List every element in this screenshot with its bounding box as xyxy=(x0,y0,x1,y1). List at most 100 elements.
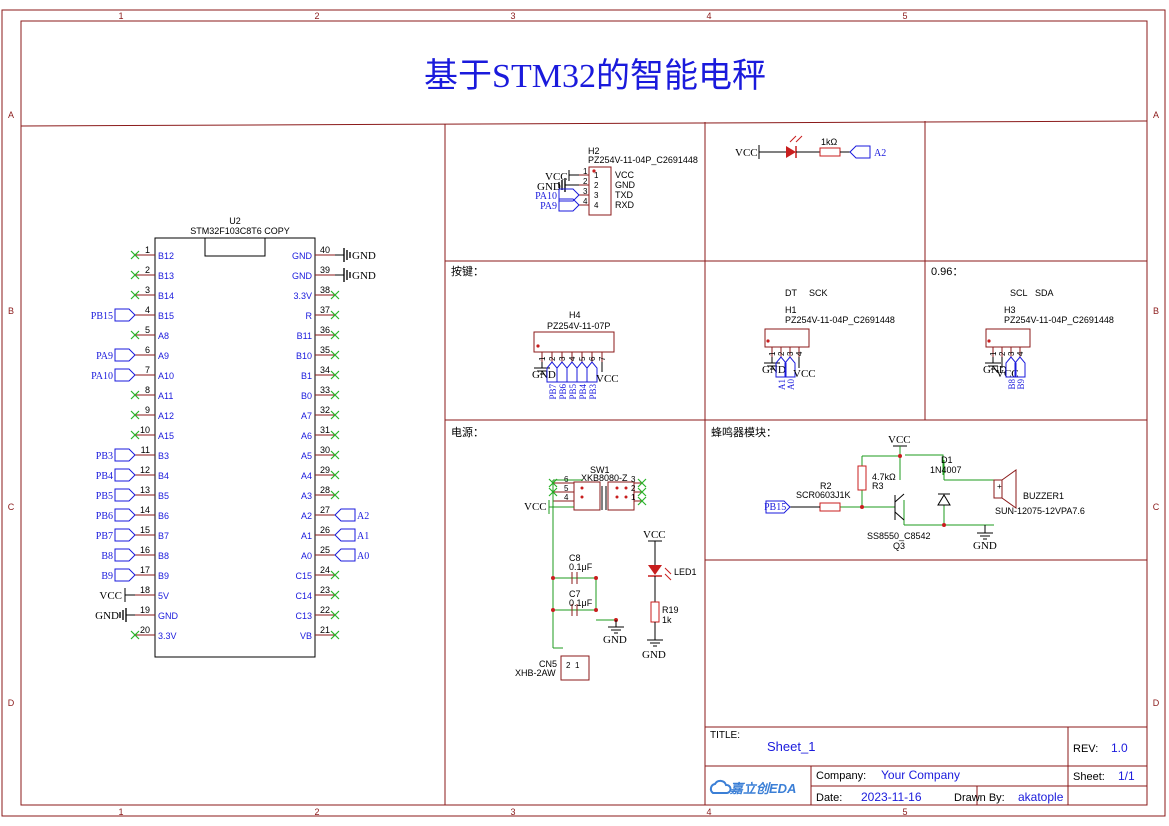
pin1-marker xyxy=(536,344,540,348)
title-block-sheet-value: 1/1 xyxy=(1118,769,1135,783)
mcu-pin-name: VB xyxy=(300,631,312,641)
cn5-connector-icon xyxy=(560,655,590,681)
net-label: PB3 xyxy=(96,451,113,462)
net-label: PA10 xyxy=(535,191,557,202)
net-label: B8 xyxy=(1007,379,1017,390)
h2-pin1-marker xyxy=(592,169,596,173)
mcu-notch xyxy=(204,237,266,257)
q3-transistor-icon xyxy=(894,493,905,521)
q3-ref: Q3 xyxy=(893,541,905,551)
net-label: A1 xyxy=(357,531,369,542)
oled-label: 0.96： xyxy=(931,266,963,278)
h2-pin-number-outer: 1 xyxy=(583,167,588,176)
mcu-pin-name: A1 xyxy=(301,531,312,541)
bz-ref: BUZZER1 xyxy=(1023,491,1064,501)
header-pin-number: 5 xyxy=(578,356,587,361)
net-port-icon xyxy=(334,528,356,542)
mcu-pin-name: A11 xyxy=(158,391,173,401)
h2-pin-name: RXD xyxy=(615,200,635,210)
mcu-left-pins: 1B122B133B144B15PB155A86A9PA97A10PA108A1… xyxy=(91,245,179,641)
net-label: GND xyxy=(352,270,376,282)
cloud-logo-icon xyxy=(709,779,732,794)
r19-resistor-icon xyxy=(650,601,660,623)
oled-header-body xyxy=(985,328,1031,348)
ground-symbol-icon xyxy=(343,248,351,262)
mcu-pin-number: 10 xyxy=(140,425,150,435)
net-port-icon xyxy=(114,368,136,382)
net-label: PB7 xyxy=(96,531,113,542)
mcu-pin-number: 7 xyxy=(145,365,150,375)
mcu-pin-number: 15 xyxy=(140,525,150,535)
mcu-pin-number: 32 xyxy=(320,405,330,415)
sw-ref: SW1 xyxy=(590,465,610,475)
net-label: VCC xyxy=(793,368,816,380)
led1-ref: LED1 xyxy=(674,567,697,577)
buzzer-net-port-icon xyxy=(765,500,791,514)
ground-symbol-icon xyxy=(534,362,550,375)
no-connect-icon xyxy=(330,450,340,460)
frame-col-label: 3 xyxy=(510,807,515,817)
r2-resistor-icon xyxy=(819,502,841,512)
mcu-pin-number: 9 xyxy=(145,405,150,415)
title-divider xyxy=(20,120,1148,127)
h2-pin-number: 4 xyxy=(594,201,599,210)
net-port-icon xyxy=(566,361,578,383)
keys-label: 按键： xyxy=(451,264,484,278)
mcu-pin-number: 12 xyxy=(140,465,150,475)
sw-pin-number: 4 xyxy=(564,493,569,502)
title-block-drawn-label: Drawn By: xyxy=(954,792,1005,804)
net-label: PB4 xyxy=(96,471,113,482)
mcu-pin-name: 3.3V xyxy=(293,291,312,301)
mcu-pin-number: 24 xyxy=(320,565,330,575)
mcu-pin-number: 5 xyxy=(145,325,150,335)
net-label: GND xyxy=(762,364,786,376)
net-port-icon xyxy=(1014,356,1026,378)
net-label: A2 xyxy=(357,511,369,522)
h2-pin-name: GND xyxy=(615,180,636,190)
pin1-marker xyxy=(766,339,770,343)
mcu-pin-name: B9 xyxy=(158,571,169,581)
oled-label-sda: SDA xyxy=(1035,288,1054,298)
frame-row-label: D xyxy=(1153,698,1160,708)
r3-value: 4.7kΩ xyxy=(872,472,896,482)
led1-gnd: GND xyxy=(642,649,666,661)
no-connect-icon xyxy=(330,590,340,600)
net-label: PA10 xyxy=(91,371,113,382)
no-connect-icon xyxy=(330,390,340,400)
led-top-icon xyxy=(786,146,796,158)
power-label: 电源： xyxy=(451,425,484,439)
mcu-part: STM32F103C8T6 COPY xyxy=(190,226,290,236)
net-label: B8 xyxy=(101,551,113,562)
power-gnd-icon xyxy=(608,620,624,634)
net-label: PA9 xyxy=(540,201,557,212)
mcu-pin-number: 34 xyxy=(320,365,330,375)
header-pin-number: 4 xyxy=(568,356,577,361)
mcu-pin-number: 1 xyxy=(145,245,150,255)
no-connect-icon xyxy=(637,478,647,488)
title-block-company-value: Your Company xyxy=(881,768,960,782)
led-indicator-top: VCC 1kΩ A2 xyxy=(735,135,886,159)
title-block-date-label: Date: xyxy=(816,792,842,804)
mcu-pin-name: 5V xyxy=(158,591,169,601)
cn5-pin1: 1 xyxy=(575,661,580,670)
mcu-pin-name: A6 xyxy=(301,431,312,441)
mcu-pin-name: A4 xyxy=(301,471,312,481)
mcu-pin-name: A8 xyxy=(158,331,169,341)
mcu-pin-number: 14 xyxy=(140,505,150,515)
mcu-pin-number: 11 xyxy=(141,445,150,455)
mcu-pin-name: A12 xyxy=(158,411,174,421)
net-port-icon xyxy=(114,568,136,582)
mcu-pin-number: 30 xyxy=(320,445,330,455)
frame-col-label: 5 xyxy=(902,807,907,817)
buzzer-wires xyxy=(840,446,994,526)
buzzer1-icon xyxy=(993,469,1017,509)
net-port-icon xyxy=(1005,356,1017,378)
mcu-pin-name: A0 xyxy=(301,551,312,561)
mcu-pin-name: B6 xyxy=(158,511,169,521)
mcu-pin-number: 8 xyxy=(145,385,150,395)
no-connect-icon xyxy=(330,490,340,500)
buzzer-gnd: GND xyxy=(973,540,997,552)
keys-ref: H4 xyxy=(569,310,581,320)
